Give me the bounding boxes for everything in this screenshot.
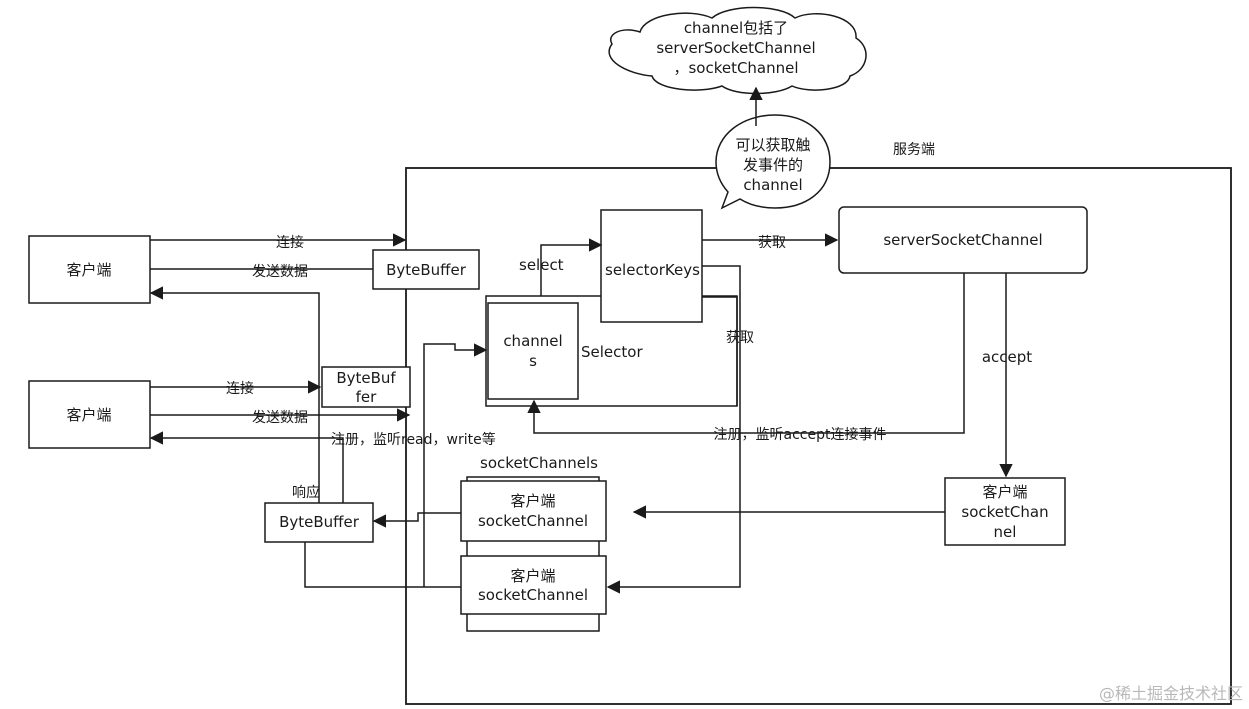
arrow-response-top — [149, 286, 320, 503]
label-register-accept: 注册，监听accept连接事件 — [714, 426, 887, 443]
label-send-top: 发送数据 — [252, 264, 308, 280]
socket-channels-title: socketChannels — [480, 454, 598, 472]
channels-box — [487, 302, 579, 400]
label-response: 响应 — [292, 484, 320, 501]
label-connect-mid: 连接 — [226, 380, 254, 397]
label-select: select — [519, 256, 564, 274]
selector-label: Selector — [581, 343, 643, 361]
speech-bubble — [715, 114, 831, 210]
client-socket-channel-line1: 客户端 — [982, 483, 1027, 501]
socket-channel-1-line2: socketChannel — [478, 512, 588, 530]
bytebuffer-bottom-label: ByteBuffer — [279, 513, 360, 531]
selector-keys-box — [600, 209, 703, 323]
arrow-select — [540, 238, 603, 296]
cloud-note — [608, 6, 867, 95]
label-send-mid: 发送数据 — [252, 410, 308, 426]
client-socket-channel-line3: nel — [994, 523, 1017, 541]
client-top-label: 客户端 — [66, 261, 111, 279]
arrow-response-mid — [149, 431, 344, 503]
client-mid-label: 客户端 — [66, 406, 111, 424]
socket-channel-2-line1: 客户端 — [510, 567, 555, 585]
arrow-get-side — [606, 265, 741, 594]
server-socket-channel-box — [838, 206, 1088, 274]
socket-channel-1-line1: 客户端 — [510, 492, 555, 510]
label-get-top: 获取 — [758, 235, 786, 251]
bytebuffer-mid-line1: ByteBuf — [336, 369, 396, 387]
bubble-line1: 可以获取触 — [735, 136, 810, 154]
bubble-line2: 发事件的 — [743, 156, 803, 174]
label-register-rw: 注册，监听read，write等 — [331, 431, 496, 448]
server-label: 服务端 — [893, 142, 935, 158]
bytebuffer-mid — [321, 366, 411, 408]
line-bytebuffer-bottom — [304, 542, 461, 588]
watermark: @稀土掘金技术社区 — [1099, 684, 1243, 703]
client-socket-channel-line2: socketChan — [961, 503, 1048, 521]
client-box-top — [28, 235, 151, 304]
bubble-line3: channel — [743, 176, 802, 194]
label-accept: accept — [982, 348, 1032, 366]
cloud-line2: serverSocketChannel — [656, 39, 815, 57]
cloud-line3: ，socketChannel — [673, 59, 798, 77]
bytebuffer-bottom — [264, 502, 374, 543]
label-get-side: 获取 — [726, 330, 754, 346]
cloud-line1: channel包括了 — [684, 19, 788, 37]
bytebuffer-top-label: ByteBuffer — [386, 261, 467, 279]
socket-channel-2-line2: socketChannel — [478, 586, 588, 604]
client-box-mid — [28, 380, 151, 449]
channels-line1: channel — [503, 332, 562, 350]
socket-channel-2 — [460, 555, 607, 615]
label-connect-top: 连接 — [276, 234, 304, 251]
arrow-register-accept — [527, 273, 965, 434]
server-socket-channel-label: serverSocketChannel — [883, 231, 1042, 249]
selector-keys-label: selectorKeys — [605, 261, 700, 279]
arrow-register-rw — [423, 343, 488, 587]
line-selector-keys-loop — [702, 296, 738, 406]
socket-channel-1 — [460, 480, 607, 542]
client-socket-channel-box — [944, 477, 1066, 546]
arrow-socket-to-bytebuffer — [372, 512, 461, 528]
bytebuffer-top — [372, 249, 480, 290]
channels-line2: s — [529, 352, 537, 370]
bytebuffer-mid-line2: fer — [356, 388, 378, 406]
